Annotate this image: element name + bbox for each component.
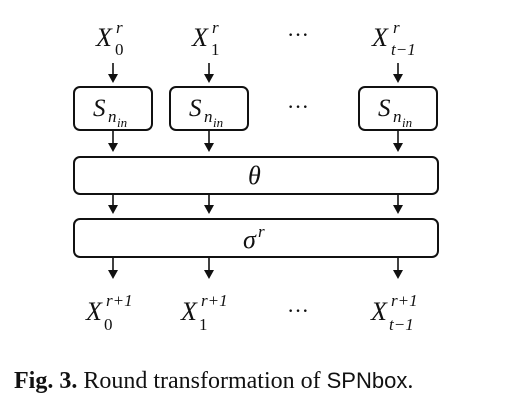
output-base: X (85, 297, 103, 326)
theta-arrows (108, 195, 403, 214)
input-label-1: X r 1 (191, 18, 220, 59)
caption-end: . (407, 368, 414, 394)
sbox-base: S (378, 95, 391, 122)
sbox-subsub: in (402, 115, 412, 130)
sbox-base: S (93, 95, 106, 122)
output-label-1: X r+1 1 (180, 291, 228, 334)
input-sup: r (116, 18, 123, 37)
arrow-head (393, 205, 403, 214)
sbox-1: S n in (169, 86, 249, 131)
sigma-layer: σ r (73, 218, 439, 258)
output-base: X (370, 297, 388, 326)
output-sub: 1 (199, 315, 208, 334)
arrow-head (108, 74, 118, 83)
caption-text: Round transformation of (83, 368, 321, 394)
sbox-sub: n (108, 107, 117, 126)
arrow-head (204, 270, 214, 279)
arrow-head (393, 143, 403, 152)
round-transformation-diagram: X r 0 X r 1 ··· X r t−1 S n in S n in ··… (73, 18, 439, 334)
input-sub: 0 (115, 40, 124, 59)
sbox-ellipsis: ··· (287, 94, 309, 119)
output-base: X (180, 297, 198, 326)
sbox-0: S n in (73, 86, 153, 131)
output-sup: r+1 (201, 291, 228, 310)
output-sub: 0 (104, 315, 113, 334)
input-sup: r (393, 18, 400, 37)
arrow-head (108, 270, 118, 279)
arrow-head (108, 143, 118, 152)
arrow-head (204, 205, 214, 214)
input-arrows (108, 63, 403, 83)
output-label-2: X r+1 t−1 (370, 291, 418, 334)
construction-name: SPNbox (326, 368, 408, 393)
sbox-subsub: in (213, 115, 223, 130)
arrow-head (393, 270, 403, 279)
arrow-head (393, 74, 403, 83)
input-sub: t−1 (391, 40, 416, 59)
input-base: X (191, 23, 209, 52)
sbox-frame (169, 86, 249, 131)
sbox-2: S n in (358, 86, 438, 131)
sigma-label: σ (243, 225, 257, 254)
input-sup: r (212, 18, 219, 37)
arrow-head (204, 74, 214, 83)
output-arrows (108, 258, 403, 279)
sbox-subsub: in (117, 115, 127, 130)
sbox-sub: n (204, 107, 213, 126)
arrow-head (204, 143, 214, 152)
theta-layer: θ (73, 156, 439, 195)
arrow-head (108, 205, 118, 214)
sigma-sup: r (258, 222, 265, 241)
input-label-0: X r 0 (95, 18, 124, 59)
sbox-base: S (189, 95, 202, 122)
sigma-frame (73, 218, 439, 258)
sbox-arrows (108, 131, 403, 152)
figure-number: Fig. 3. (14, 368, 78, 394)
sbox-sub: n (393, 107, 402, 126)
input-base: X (95, 23, 113, 52)
input-label-2: X r t−1 (371, 18, 416, 59)
output-sub: t−1 (389, 315, 414, 334)
output-sup: r+1 (391, 291, 418, 310)
theta-label: θ (248, 161, 261, 190)
input-base: X (371, 23, 389, 52)
input-ellipsis: ··· (287, 22, 309, 47)
output-label-0: X r+1 0 (85, 291, 133, 334)
output-ellipsis: ··· (287, 298, 309, 323)
input-sub: 1 (211, 40, 220, 59)
figure-caption: Fig. 3. Round transformation of SPNbox. (14, 366, 494, 396)
sbox-frame (358, 86, 438, 131)
theta-frame (73, 156, 439, 195)
sbox-frame (73, 86, 153, 131)
output-sup: r+1 (106, 291, 133, 310)
